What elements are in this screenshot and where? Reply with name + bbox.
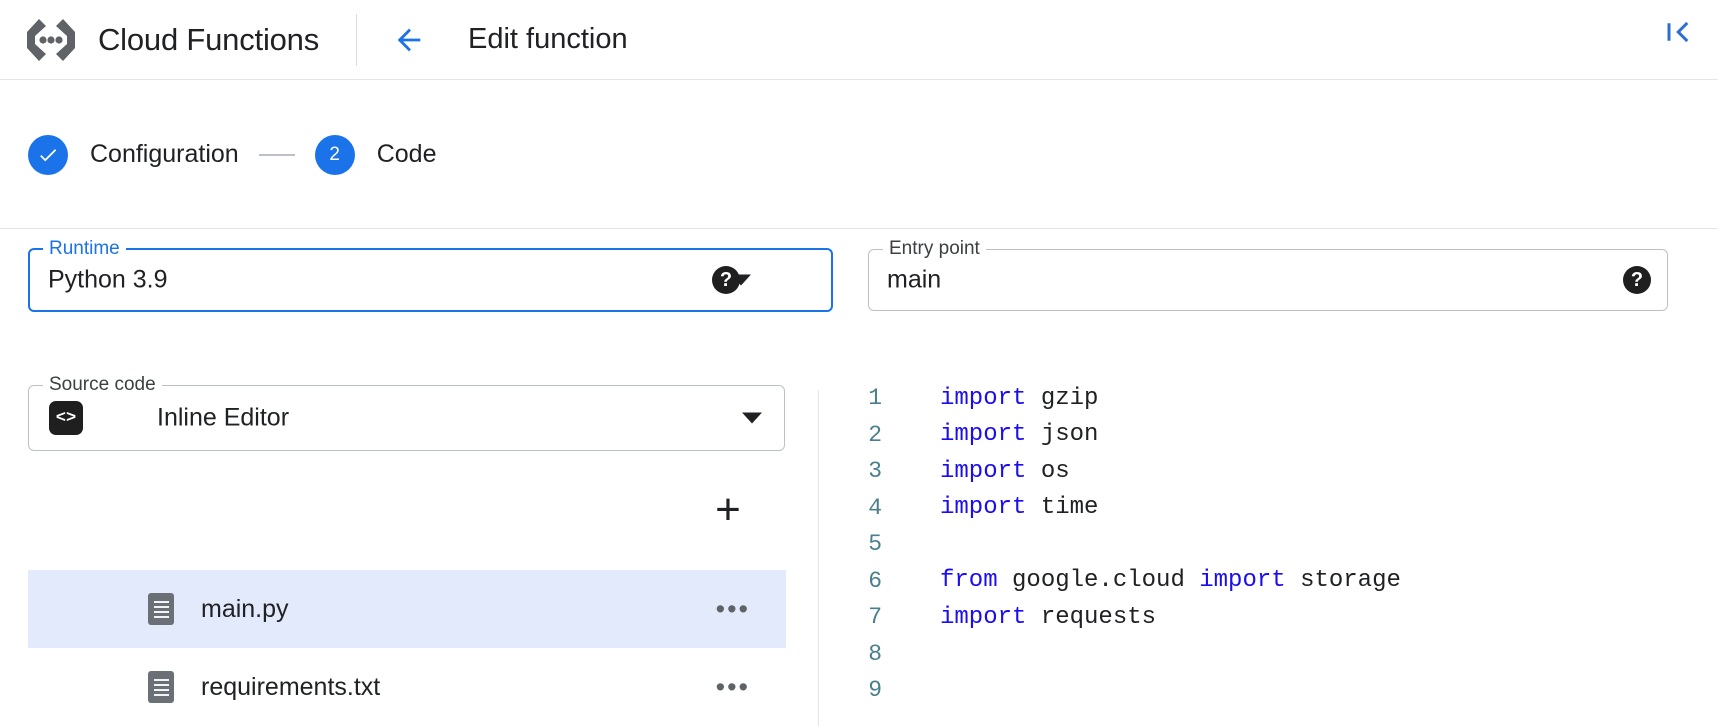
add-file-label: + — [715, 485, 741, 534]
step-configuration-check-icon — [28, 134, 68, 175]
page-title: Edit function — [468, 23, 628, 55]
runtime-select[interactable]: Runtime Python 3.9 — [28, 238, 833, 312]
step-code-number: 2 — [314, 134, 355, 175]
wizard-stepper: Configuration 2 Code — [0, 81, 1718, 229]
line-number: 5 — [868, 531, 882, 558]
entry-point-value: main — [887, 265, 942, 294]
code-line: 6 from google.cloud import storage — [830, 563, 1718, 600]
code-line: 9 — [830, 672, 1718, 709]
line-number: 6 — [868, 567, 882, 594]
list-item[interactable]: main.py ••• — [28, 570, 786, 648]
step-configuration-label: Configuration — [90, 140, 239, 168]
step-code-label: Code — [376, 140, 437, 168]
code-text: from google.cloud import storage — [940, 567, 1401, 595]
code-line: 8 — [830, 636, 1718, 673]
code-text: import os — [940, 457, 1070, 485]
add-file-icon[interactable]: + — [706, 488, 750, 532]
header-divider — [356, 13, 358, 66]
file-document-icon — [148, 671, 174, 703]
pane-divider — [818, 390, 819, 726]
file-document-icon — [148, 593, 174, 625]
step-configuration[interactable]: Configuration — [0, 134, 239, 175]
code-brackets-icon: <> — [49, 401, 83, 435]
chevron-down-icon[interactable] — [742, 412, 762, 424]
code-editor[interactable]: 1 import gzip 2 import json 3 import os 4 impor… — [830, 380, 1718, 726]
code-text: import json — [940, 421, 1099, 449]
collapse-panel-icon[interactable] — [1660, 14, 1696, 50]
line-number: 3 — [868, 458, 882, 485]
file-overflow-menu-icon[interactable]: ••• — [715, 594, 750, 624]
code-text: import requests — [940, 603, 1157, 631]
entry-point-input[interactable]: Entry point main ? — [868, 238, 1668, 311]
code-line: 1 import gzip — [830, 380, 1718, 417]
runtime-label: Runtime — [43, 238, 126, 260]
code-line: 3 import os — [830, 453, 1718, 490]
entry-point-help-icon[interactable]: ? — [1623, 266, 1651, 294]
chevron-down-icon[interactable] — [731, 274, 751, 286]
file-name: requirements.txt — [201, 672, 381, 701]
list-item[interactable]: requirements.txt ••• — [28, 648, 786, 726]
runtime-help-icon[interactable]: ? — [712, 266, 740, 294]
content-area: Runtime Python 3.9 ? Entry point main ? … — [0, 230, 1718, 726]
step-connector — [258, 153, 295, 156]
code-line: 5 — [830, 526, 1718, 563]
line-number: 8 — [868, 640, 882, 667]
source-code-label: Source code — [43, 374, 162, 396]
runtime-value: Python 3.9 — [48, 265, 168, 294]
step-code[interactable]: 2 Code — [314, 134, 437, 175]
line-number: 7 — [868, 604, 882, 631]
source-code-select[interactable]: Source code <> Inline Editor — [28, 374, 785, 451]
file-name: main.py — [201, 594, 289, 623]
line-number: 1 — [868, 385, 882, 412]
code-text: import time — [940, 494, 1099, 522]
top-bar: Cloud Functions Edit function — [0, 0, 1718, 80]
cloud-functions-logo-icon — [24, 17, 78, 63]
line-number: 4 — [868, 494, 882, 521]
file-list: main.py ••• requirements.txt ••• — [28, 570, 786, 726]
code-line: 2 import json — [830, 417, 1718, 454]
line-number: 9 — [868, 677, 882, 704]
code-text: import gzip — [940, 384, 1099, 412]
file-overflow-menu-icon[interactable]: ••• — [715, 672, 750, 702]
brand-title: Cloud Functions — [98, 21, 320, 57]
code-line: 7 import requests — [830, 599, 1718, 636]
line-number: 2 — [868, 421, 882, 448]
entry-point-label: Entry point — [883, 238, 986, 260]
brand[interactable]: Cloud Functions — [0, 17, 319, 63]
code-line: 4 import time — [830, 490, 1718, 527]
source-code-value: Inline Editor — [157, 403, 290, 432]
arrow-left-icon[interactable] — [392, 23, 426, 57]
